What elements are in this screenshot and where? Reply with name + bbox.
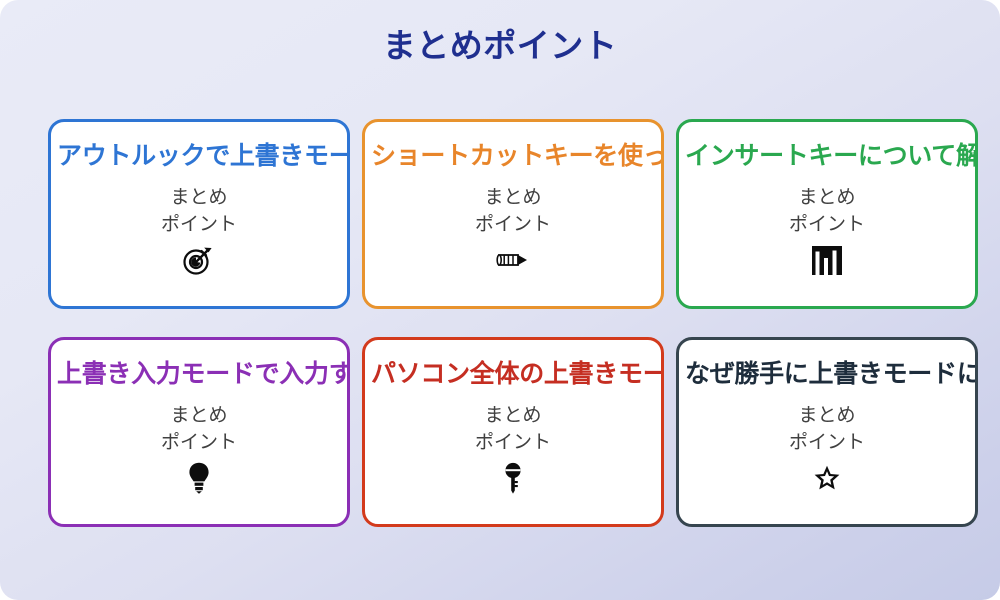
card-title: 上書き入力モードで入力す [57,360,347,388]
pencil-icon [493,243,533,277]
card-subtitle: まとめ ポイント [474,404,551,453]
card-title: ショートカットキーを使っ [371,142,661,170]
summary-card[interactable]: パソコン全体の上書きモー まとめ ポイント [362,337,664,527]
summary-card-grid: アウトルックで上書きモー まとめ ポイント ショートカットキーを使っ まとめ ポ… [48,119,978,527]
card-subtitle: まとめ ポイント [160,404,237,453]
summary-card[interactable]: アウトルックで上書きモー まとめ ポイント [48,119,350,309]
key-icon [493,461,533,495]
summary-card[interactable]: ショートカットキーを使っ まとめ ポイント [362,119,664,309]
card-title: アウトルックで上書きモー [57,142,347,170]
card-title: インサートキーについて解 [685,142,975,170]
card-subtitle: まとめ ポイント [474,186,551,235]
card-title: パソコン全体の上書きモー [371,360,661,388]
summary-card[interactable]: インサートキーについて解 まとめ ポイント [676,119,978,309]
card-subtitle: まとめ ポイント [788,186,865,235]
lightbulb-icon [179,461,219,495]
summary-card[interactable]: 上書き入力モードで入力す まとめ ポイント [48,337,350,527]
page-title: まとめポイント [382,27,618,64]
dart-target-icon [179,243,219,277]
card-subtitle: まとめ ポイント [160,186,237,235]
summary-card[interactable]: なぜ勝手に上書きモードに まとめ ポイント [676,337,978,527]
star-icon [807,461,847,495]
bar-chart-icon [807,243,847,277]
card-title: なぜ勝手に上書きモードに [685,360,975,388]
card-subtitle: まとめ ポイント [788,404,865,453]
